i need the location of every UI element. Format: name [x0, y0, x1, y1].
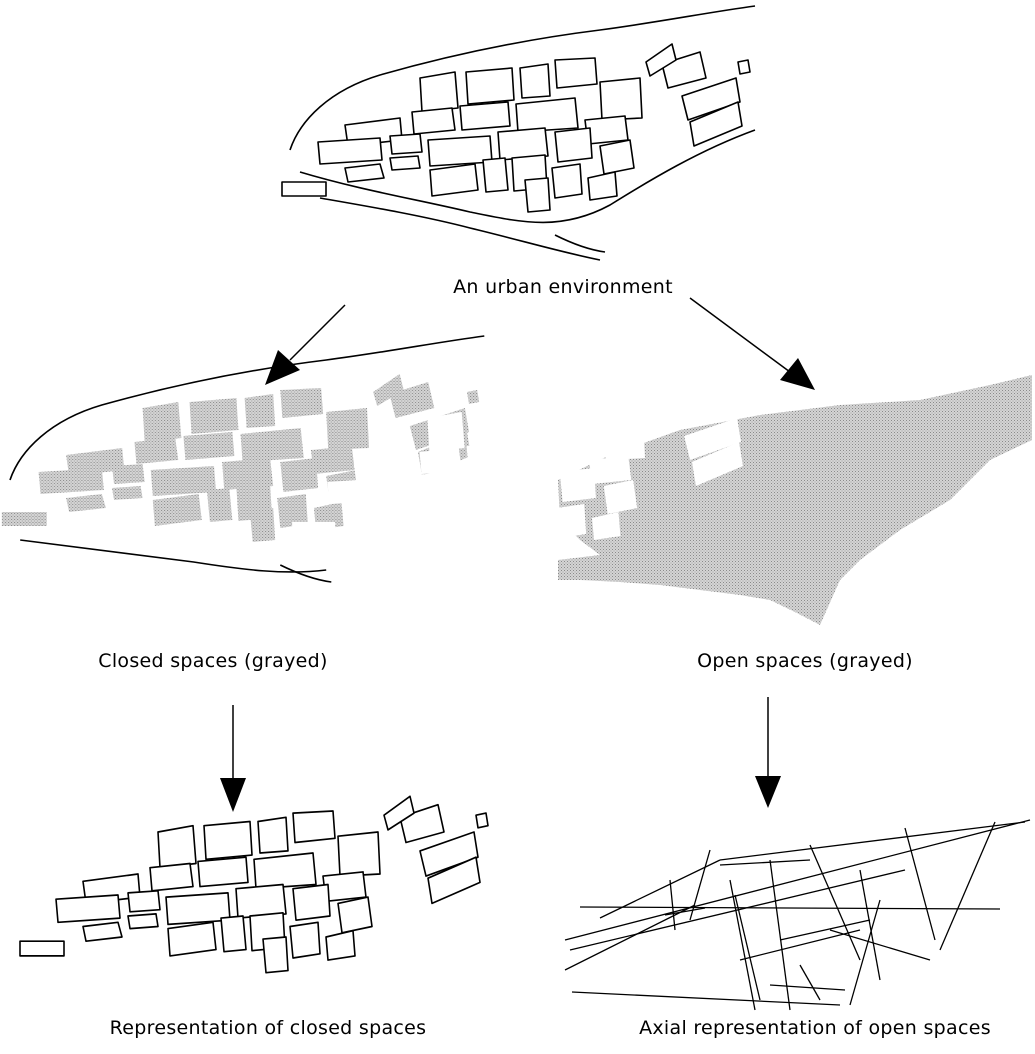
caption-open-spaces: Open spaces (grayed) — [697, 650, 913, 672]
closed-spaces-representation — [20, 796, 488, 972]
arrow-down-right — [755, 697, 781, 808]
arrow-to-closed — [265, 305, 345, 385]
arrow-down-left — [220, 705, 246, 812]
urban-environment-map — [282, 6, 755, 260]
arrow-to-open — [690, 298, 815, 390]
caption-closed-spaces: Closed spaces (grayed) — [98, 650, 327, 672]
caption-closed-representation: Representation of closed spaces — [110, 1017, 427, 1039]
caption-urban-environment: An urban environment — [453, 276, 673, 298]
closed-spaces-map — [2, 336, 484, 582]
caption-axial-representation: Axial representation of open spaces — [639, 1017, 991, 1039]
axial-map — [565, 820, 1030, 1010]
